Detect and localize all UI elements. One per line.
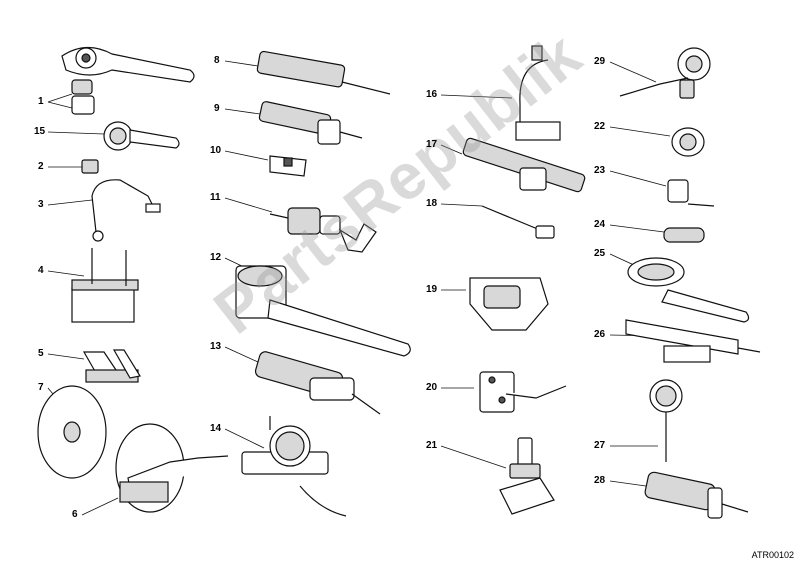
callout-19: 19: [426, 284, 438, 295]
part-21-stand: [499, 437, 555, 515]
catalog-code: ATR00102: [751, 550, 794, 560]
part-18-rod: [481, 205, 555, 239]
part-28-driver: [644, 471, 749, 519]
part-11-puller: [269, 207, 377, 253]
part-20-cam-tool: [479, 371, 567, 413]
part-10-shim: [269, 155, 307, 177]
callout-1: 1: [38, 96, 44, 107]
part-22-ring: [671, 127, 705, 157]
callout-8: 8: [214, 55, 220, 66]
callout-11: 11: [210, 192, 221, 203]
callout-25: 25: [594, 248, 606, 259]
callout-18: 18: [426, 198, 438, 209]
callout-22: 22: [594, 121, 606, 132]
part-29-holder: [619, 47, 711, 99]
part-5-bracket: [82, 349, 141, 383]
callout-27: 27: [594, 440, 606, 451]
callout-16: 16: [426, 89, 438, 100]
part-3-hook-spanner: [91, 179, 161, 242]
callout-29: 29: [594, 56, 606, 67]
callout-4: 4: [38, 265, 44, 276]
part-17-bar: [462, 137, 586, 193]
part-2-nut: [81, 159, 99, 174]
callout-15: 15: [34, 126, 46, 137]
part-16-c-clamp: [515, 45, 561, 141]
callout-17: 17: [426, 139, 438, 150]
part-7-degree-wheel: [37, 385, 107, 479]
part-26-fixture: [625, 319, 761, 363]
part-14-dial-gauge-holder: [241, 416, 347, 517]
callout-6: 6: [72, 509, 78, 520]
part-25-ring-spanner: [627, 257, 750, 323]
callout-2: 2: [38, 161, 44, 172]
callout-23: 23: [594, 165, 606, 176]
callout-10: 10: [210, 145, 222, 156]
callout-24: 24: [594, 219, 606, 230]
callout-28: 28: [594, 475, 606, 486]
callout-7: 7: [38, 382, 44, 393]
callout-9: 9: [214, 103, 220, 114]
callout-12: 12: [210, 252, 222, 263]
part-9-driver: [258, 101, 363, 145]
part-23-fitting: [667, 179, 715, 207]
callout-26: 26: [594, 329, 606, 340]
part-27-bore-gauge: [649, 379, 683, 462]
part-19-gauge-housing: [469, 277, 549, 331]
part-6-timing-tool: [115, 423, 229, 513]
callout-21: 21: [426, 440, 438, 451]
part-4-stud-fixture: [71, 248, 139, 323]
callout-13: 13: [210, 341, 222, 352]
part-8-driver: [256, 50, 391, 95]
part-15-ring-spanner: [103, 121, 180, 151]
callout-5: 5: [38, 348, 44, 359]
callout-3: 3: [38, 199, 44, 210]
callout-14: 14: [210, 423, 222, 434]
part-24-pin: [663, 227, 705, 243]
part-13-driver: [254, 351, 381, 415]
callout-20: 20: [426, 382, 438, 393]
part-12-pin-spanner: [235, 265, 411, 357]
part-1-wrench-and-sockets: [61, 46, 195, 115]
